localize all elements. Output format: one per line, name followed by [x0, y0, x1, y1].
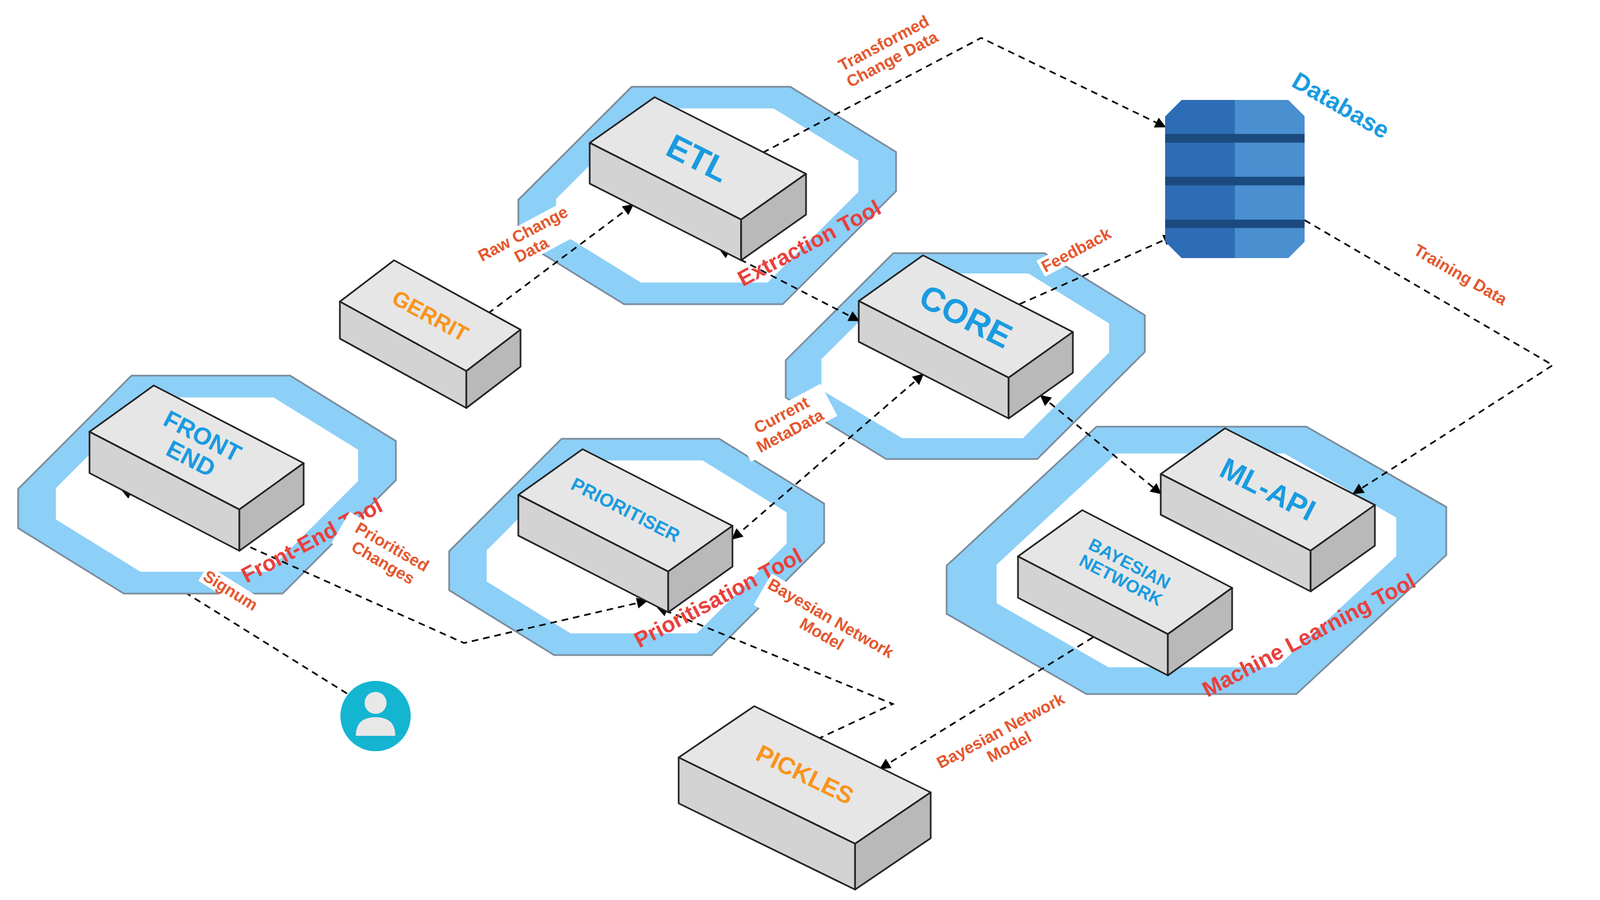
component-box: ETL: [589, 97, 807, 261]
core-band: [785, 253, 1145, 460]
box-prism: [589, 97, 807, 261]
tool-band: Machine Learning ToolML-APIBAYESIAN NETW…: [946, 426, 1447, 695]
edge-label: Bayesian Network Model: [931, 687, 1079, 790]
database-icon: Database: [1165, 99, 1305, 259]
box-prism: [858, 255, 1073, 419]
edge-label: Prioritised Changes: [331, 511, 444, 598]
component-box: GERRIT: [339, 260, 521, 408]
box-prism: [518, 449, 733, 613]
user-icon: [340, 680, 411, 752]
database-cylinder: [1165, 99, 1305, 259]
edge-label: Bayesian Network Model: [753, 573, 899, 679]
tool-band: Front-End ToolFRONT END: [18, 375, 396, 594]
tool-band: Prioritisation ToolPRIORITISER: [449, 438, 825, 656]
connector: [732, 374, 923, 540]
component-box: PICKLES: [678, 706, 931, 890]
component-box: PRIORITISER: [518, 449, 733, 613]
edge-label: Feedback: [1036, 222, 1117, 277]
box-prism: [678, 706, 931, 890]
component-box: FRONT END: [89, 385, 304, 551]
edge-label: Transformed Change Data: [819, 3, 957, 100]
box-prism: [339, 260, 521, 408]
tool-band: Extraction ToolETL: [518, 86, 897, 305]
component-box: CORE: [858, 255, 1073, 419]
edge-label: Training Data: [1408, 239, 1513, 310]
component-box: BAYESIAN NETWORK: [1017, 510, 1233, 676]
